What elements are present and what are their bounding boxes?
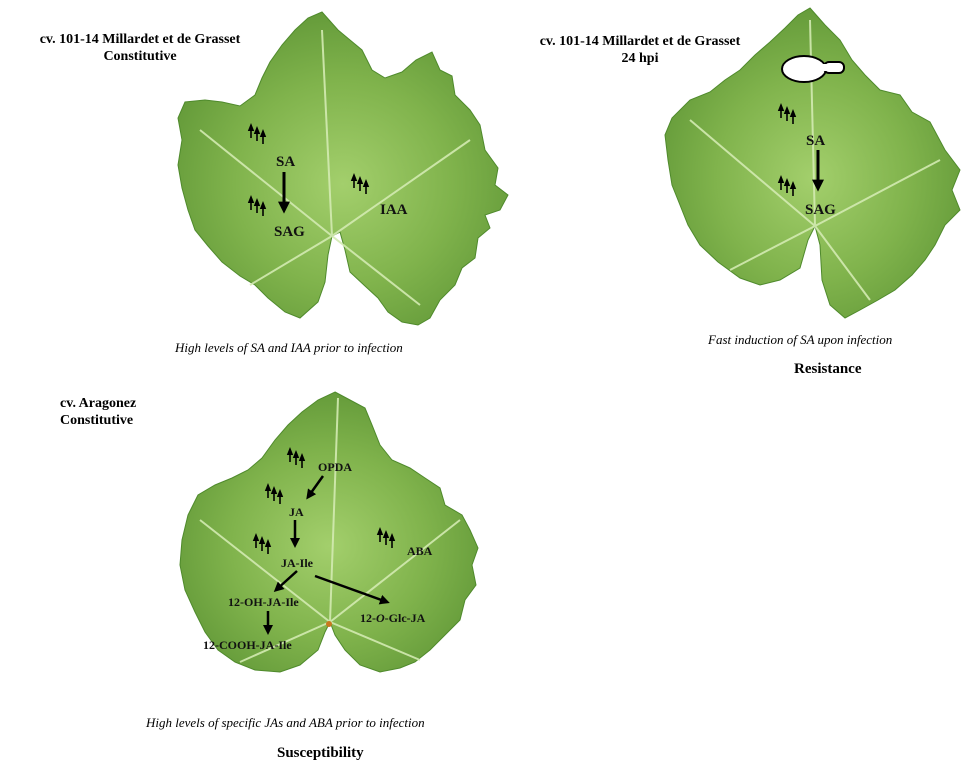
tr-label-sa: SA bbox=[806, 133, 825, 149]
bl-outcome: Susceptibility bbox=[277, 745, 364, 762]
leaf-tr bbox=[665, 8, 960, 318]
bl-label-12-o-glc-ja: 12-O-Glc-JA bbox=[360, 611, 426, 625]
bl-label-12-cooh-ja-ile: 12-COOH-JA-Ile bbox=[203, 638, 292, 652]
tr-label-sag: SAG bbox=[805, 202, 836, 218]
leaf-tl bbox=[178, 12, 508, 325]
tl-label-sag: SAG bbox=[274, 224, 305, 240]
bl-label-glc-prefix: 12- bbox=[360, 611, 376, 625]
bl-label-glc-suffix: -Glc-JA bbox=[385, 611, 426, 625]
bl-label-ja-ile: JA-Ile bbox=[281, 556, 314, 570]
tl-label-sa: SA bbox=[276, 154, 295, 170]
tr-caption: Fast induction of SA upon infection bbox=[708, 332, 892, 348]
tr-outcome: Resistance bbox=[794, 361, 862, 378]
bl-label-opda: OPDA bbox=[318, 460, 352, 474]
bl-label-glc-o: O bbox=[376, 611, 385, 625]
leaf-bl bbox=[180, 392, 478, 672]
bl-label-12-oh-ja-ile: 12-OH-JA-Ile bbox=[228, 595, 299, 609]
bl-caption: High levels of specific JAs and ABA prio… bbox=[146, 715, 425, 731]
tl-caption: High levels of SA and IAA prior to infec… bbox=[175, 340, 403, 356]
bl-label-ja: JA bbox=[289, 505, 304, 519]
bl-label-aba: ABA bbox=[407, 544, 433, 558]
tl-label-iaa: IAA bbox=[380, 202, 408, 218]
